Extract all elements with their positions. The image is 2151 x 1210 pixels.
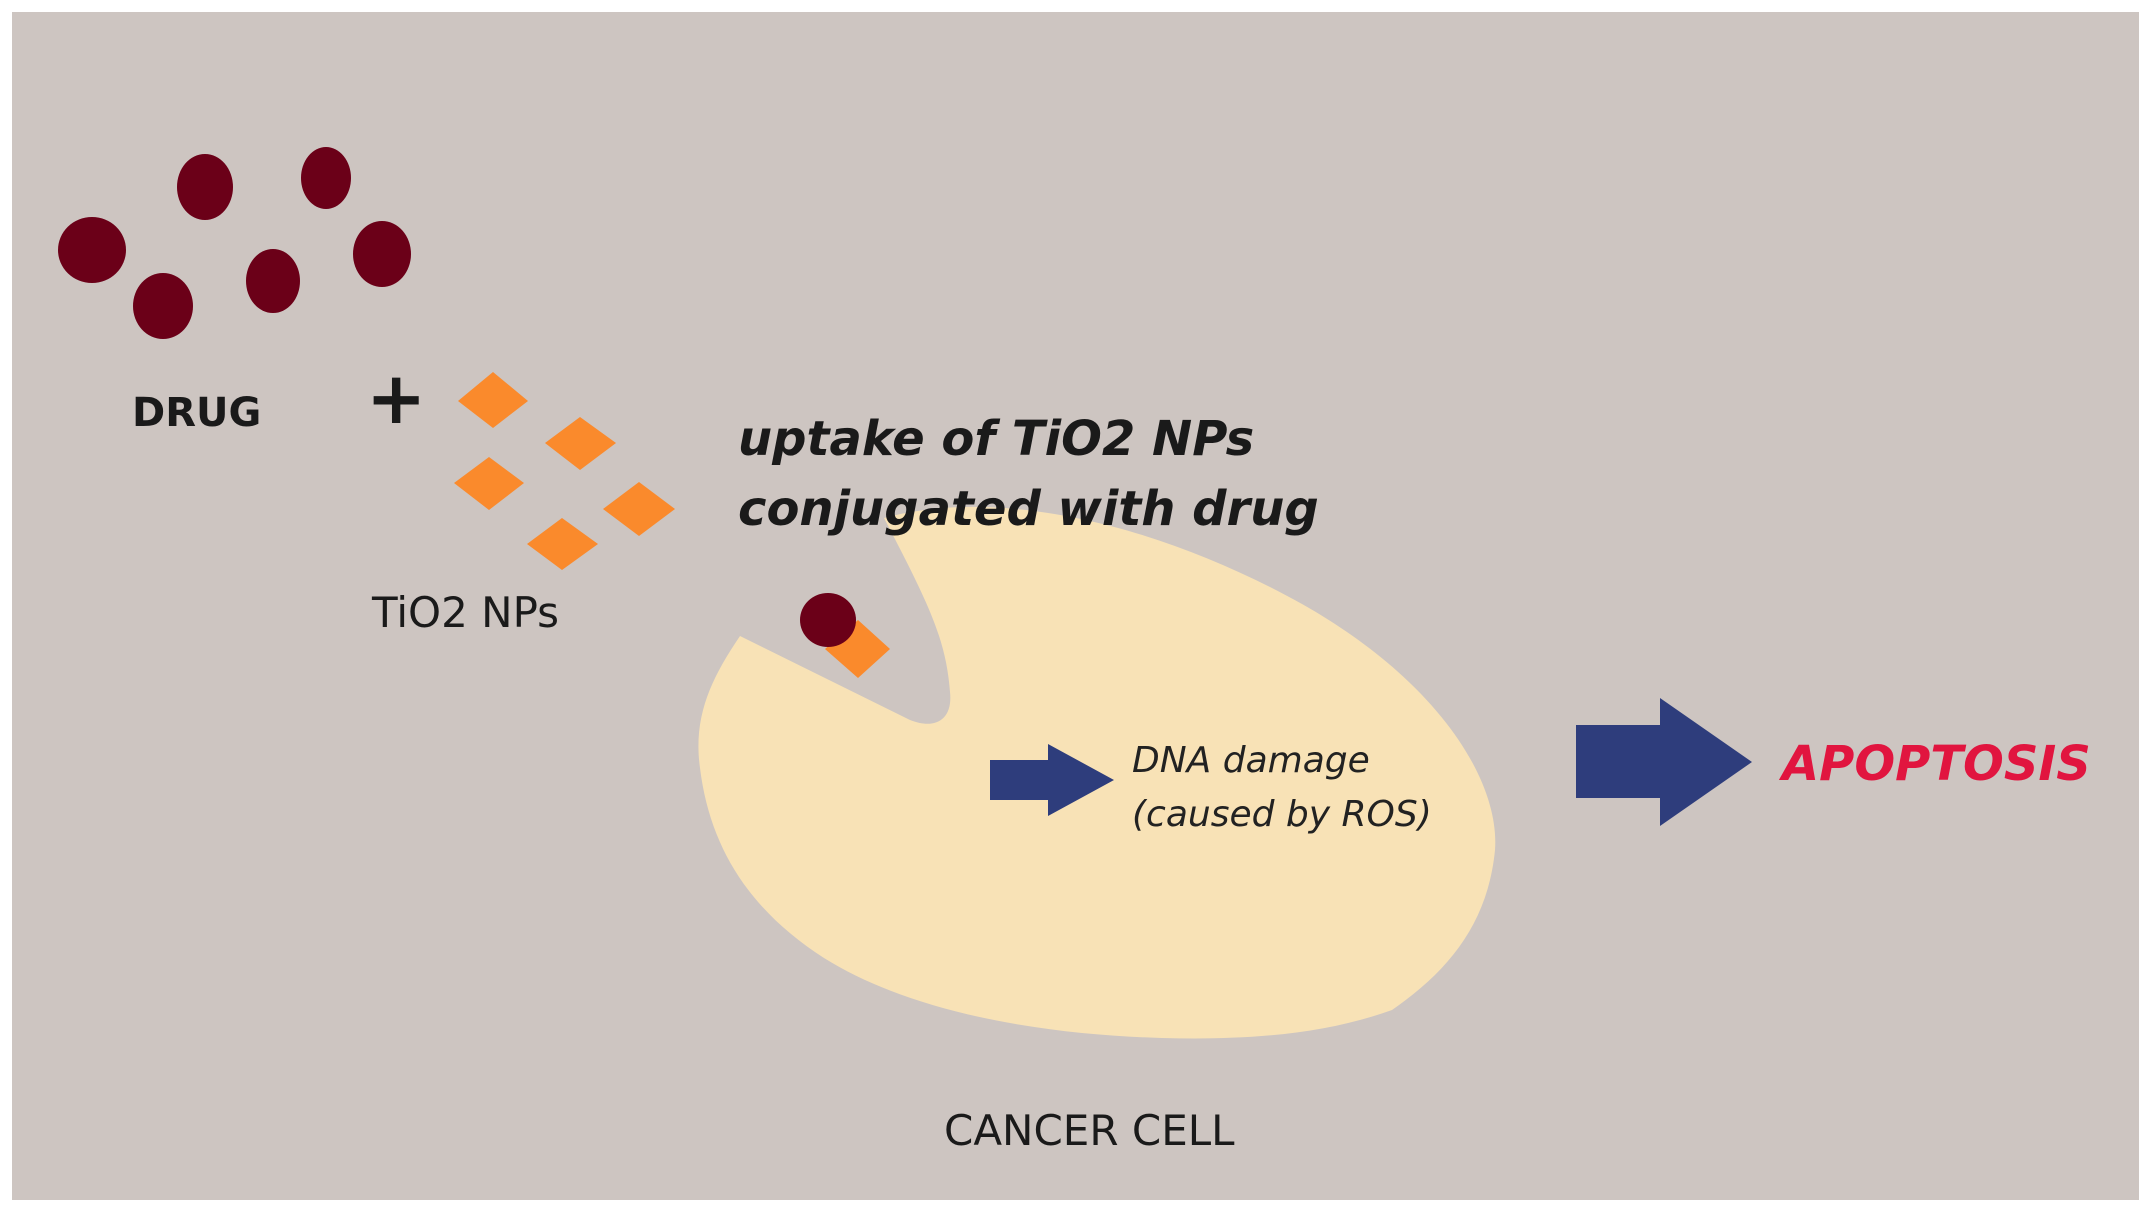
conjugate-nanoparticle-icon bbox=[825, 620, 890, 678]
nanoparticle-icon bbox=[527, 518, 598, 570]
tio2-nanoparticles bbox=[454, 372, 675, 570]
uptake-label: uptake of TiO2 NPs conjugated with drug bbox=[738, 404, 1319, 544]
drug-label: DRUG bbox=[132, 390, 262, 436]
dna-damage-label-line2: (caused by ROS) bbox=[1132, 794, 1432, 835]
nanoparticle-icon bbox=[458, 372, 528, 428]
apoptosis-arrow-icon bbox=[1576, 698, 1752, 826]
nanoparticle-icon bbox=[454, 457, 524, 510]
nanoparticle-icon bbox=[545, 417, 616, 470]
drug-molecule-icon bbox=[133, 273, 193, 339]
dna-damage-arrow-icon bbox=[990, 744, 1114, 816]
uptake-label-line2: conjugated with drug bbox=[738, 481, 1319, 537]
drug-molecule-icon bbox=[246, 249, 300, 313]
drug-molecule-icon bbox=[58, 217, 126, 283]
dna-damage-label-line1: DNA damage bbox=[1132, 740, 1370, 781]
drug-np-conjugate-icon bbox=[800, 593, 890, 678]
nanoparticle-icon bbox=[603, 482, 675, 536]
nanoparticles-label: TiO2 NPs bbox=[372, 588, 560, 637]
drug-molecules bbox=[58, 147, 411, 339]
drug-molecule-icon bbox=[301, 147, 351, 209]
cancer-cell-label: CANCER CELL bbox=[944, 1106, 1235, 1155]
apoptosis-label: APOPTOSIS bbox=[1782, 736, 2091, 792]
dna-damage-label: DNA damage (caused by ROS) bbox=[1132, 734, 1432, 842]
drug-molecule-icon bbox=[353, 221, 411, 287]
uptake-label-line1: uptake of TiO2 NPs bbox=[738, 411, 1255, 467]
conjugate-drug-icon bbox=[800, 593, 856, 647]
drug-molecule-icon bbox=[177, 154, 233, 220]
plus-sign: + bbox=[366, 356, 427, 440]
